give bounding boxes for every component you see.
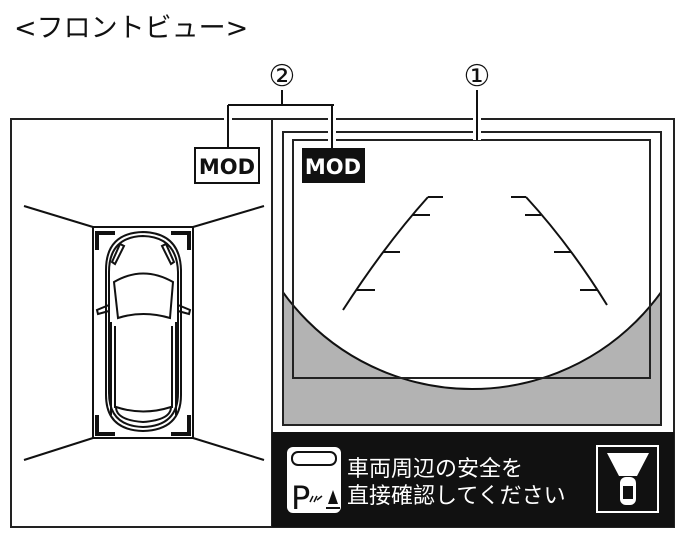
camera-frame-outer: [282, 131, 662, 426]
guide-lines: [342, 196, 608, 311]
mode-label-right: MOD: [305, 155, 361, 179]
parking-icon-letter: P: [291, 479, 310, 517]
mode-label-box-left: [194, 147, 260, 184]
top-down-view: [23, 205, 265, 461]
camera-visible-area: [283, 132, 661, 389]
mode-label-left: MOD: [199, 155, 255, 179]
callout-2: ②: [269, 59, 296, 94]
leader-lines: [224, 90, 481, 148]
mode-label-box-right: [302, 148, 365, 183]
message-line-1: 車両周辺の安全を: [347, 457, 523, 482]
camera-frame-inner: [292, 139, 651, 379]
diagram-title: <フロントビュー>: [14, 13, 248, 44]
camera-arc: [283, 290, 661, 390]
callout-1: ①: [464, 59, 491, 94]
car-top-icon: [95, 230, 192, 433]
parking-sensor-icon: P: [287, 447, 341, 517]
view-switch-icon[interactable]: [596, 445, 659, 513]
message-line-2: 直接確認してください: [347, 484, 566, 509]
